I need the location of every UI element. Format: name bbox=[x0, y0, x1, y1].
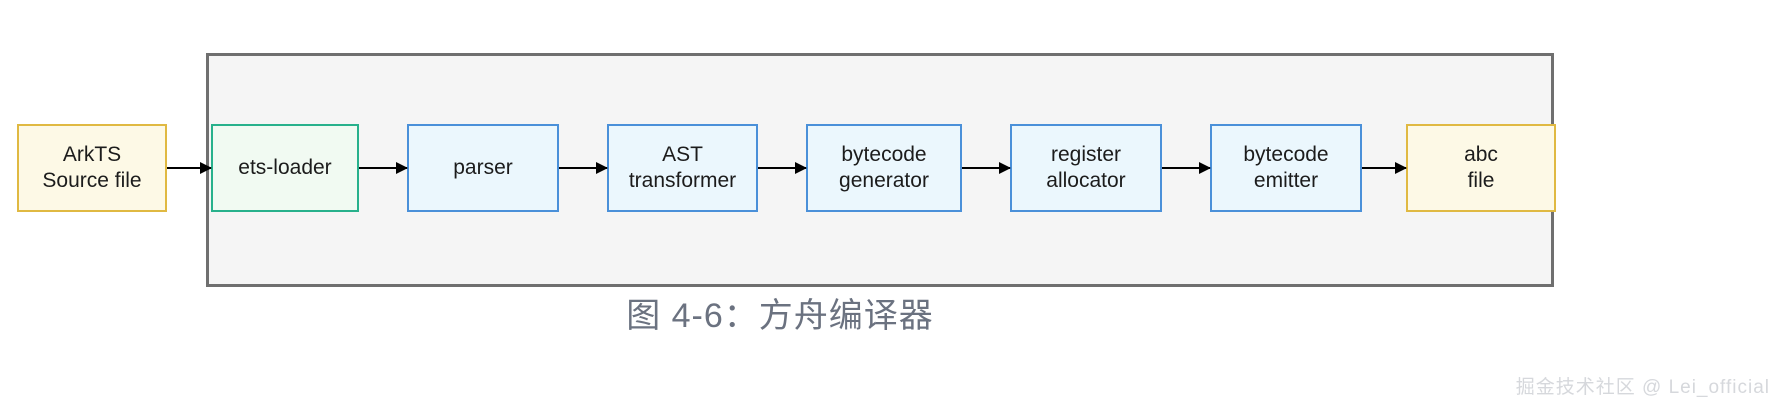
node-label-bytecode-emitter: bytecode emitter bbox=[1243, 142, 1329, 192]
node-ast-transformer[interactable]: AST transformer bbox=[607, 123, 758, 212]
node-parser[interactable]: parser bbox=[407, 123, 559, 212]
arrow-register-allocator-to-bytecode-emitter-icon bbox=[1162, 161, 1211, 174]
node-label-bytecode-generator: bytecode generator bbox=[839, 142, 929, 192]
node-label-abc-file: abc file bbox=[1464, 142, 1498, 192]
node-label-parser: parser bbox=[453, 155, 513, 179]
pipeline-row: ArkTS Source file ets-loader parser AST tra… bbox=[0, 120, 1782, 215]
arrow-ast-transformer-to-bytecode-generator-icon bbox=[758, 161, 807, 174]
arrow-parser-to-ast-transformer-icon bbox=[559, 161, 608, 174]
node-bytecode-generator[interactable]: bytecode generator bbox=[806, 123, 962, 212]
node-ets-loader[interactable]: ets-loader bbox=[211, 123, 359, 212]
arrow-arkts-source-file-to-ets-loader-icon bbox=[167, 161, 212, 174]
node-register-allocator[interactable]: register allocator bbox=[1010, 123, 1162, 212]
arrow-ets-loader-to-parser-icon bbox=[359, 161, 408, 174]
node-label-ets-loader: ets-loader bbox=[238, 155, 332, 179]
node-label-ast-transformer: AST transformer bbox=[628, 142, 737, 192]
node-label-arkts-source-file: ArkTS Source file bbox=[42, 142, 142, 192]
node-arkts-source-file[interactable]: ArkTS Source file bbox=[17, 123, 167, 212]
watermark: 掘金技术社区 @ Lei_official bbox=[1515, 377, 1770, 398]
node-abc-file[interactable]: abc file bbox=[1406, 123, 1556, 212]
node-bytecode-emitter[interactable]: bytecode emitter bbox=[1210, 123, 1362, 212]
arrow-bytecode-emitter-to-abc-file-icon bbox=[1362, 161, 1407, 174]
figure-caption: 图 4-6：方舟编译器 bbox=[626, 297, 934, 335]
node-label-register-allocator: register allocator bbox=[1046, 142, 1126, 192]
arrow-bytecode-generator-to-register-allocator-icon bbox=[962, 161, 1011, 174]
